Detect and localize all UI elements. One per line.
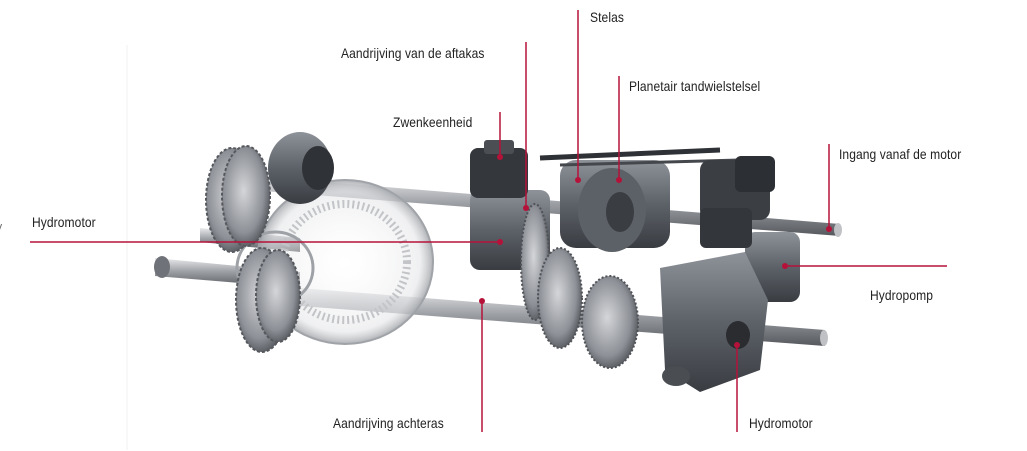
glass-housing-inner [279,200,411,324]
dot-aftakas [523,205,529,211]
lower-shaft-end [820,330,828,346]
leader-lines [30,10,947,432]
gear-stack-2 [221,145,271,247]
lower-hydromotor-foot [662,366,690,386]
dot-stelas [575,177,581,183]
dot-hydropomp [782,263,788,269]
label-hydromotor-left: Hydromotor [32,214,96,230]
dot-hydromotor-bottom [734,342,740,348]
input-cap [735,156,775,192]
planetary-hub [606,192,634,232]
swivel-cap [484,140,514,154]
dot-achteras [479,298,485,304]
lower-hydromotor-port [726,321,750,349]
label-ingang-vanaf-de-motor: Ingang vanaf de motor [839,146,962,162]
drum-face [302,146,334,190]
swivel-unit [470,148,528,198]
central-gear-c [581,275,639,369]
gear-stack-4 [255,249,301,343]
central-gear-b [537,247,583,349]
label-hydromotor-bottom: Hydromotor [749,415,813,431]
label-hydropomp: Hydropomp [870,287,934,303]
lower-hydromotor-housing [660,252,768,392]
left-stub-end [154,256,170,278]
pump-block [700,208,752,248]
label-aandrijving-aftakas: Aandrijving van de aftakas [341,45,485,61]
leader-dots [479,154,832,348]
stelas-rod [539,147,721,161]
label-planetair-tandwielstelsel: Planetair tandwielstelsel [629,78,761,94]
dot-zwenkeenheid [497,154,503,160]
transmission-illustration [154,132,842,392]
dot-ingang [826,226,832,232]
dot-planetair [616,177,622,183]
dot-hydromotor-left [497,239,503,245]
upper-shaft-end [834,223,842,237]
label-stelas: Stelas [590,9,624,25]
label-aandrijving-achteras: Aandrijving achteras [333,415,444,431]
edge-fragment [0,222,3,232]
label-zwenkeenheid: Zwenkeenheid [393,114,473,130]
